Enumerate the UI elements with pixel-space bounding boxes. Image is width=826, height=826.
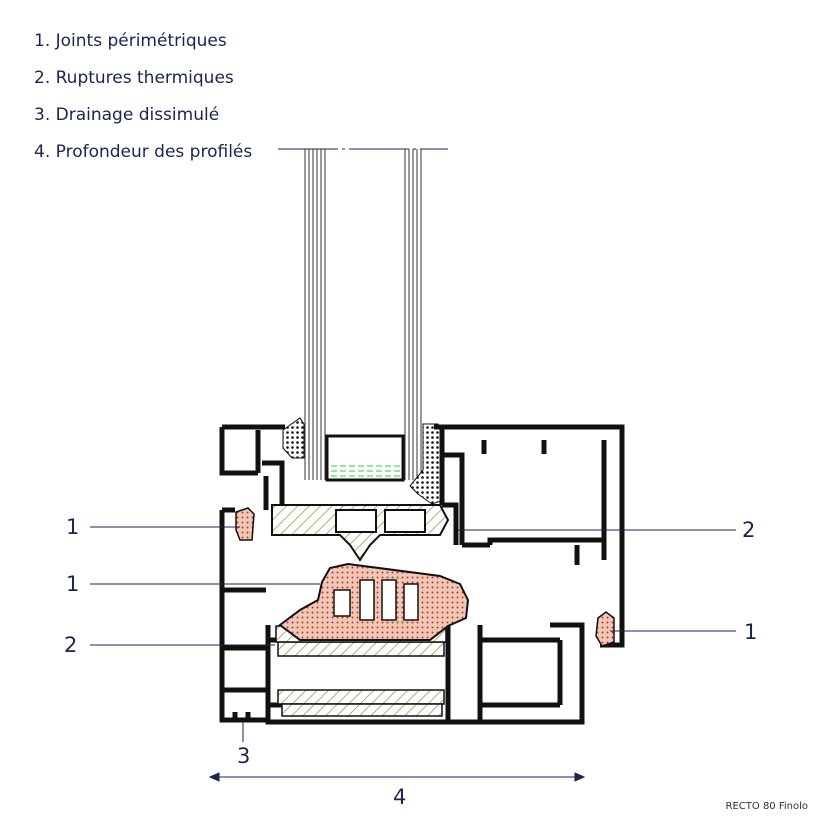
glazing-seal-left bbox=[282, 417, 305, 459]
callout-drainage: 3 bbox=[237, 744, 251, 768]
frame-lower-section bbox=[265, 622, 585, 725]
perimeter-joint-left bbox=[235, 507, 255, 541]
leader-lines bbox=[90, 526, 736, 742]
glazing-right-pane bbox=[404, 149, 422, 480]
frame-outer-right bbox=[434, 424, 625, 648]
legend-item-profile-depth: 4. Profondeur des profilés bbox=[34, 142, 253, 162]
callout-joint-right: 1 bbox=[744, 620, 758, 644]
thermal-break-upper bbox=[271, 504, 450, 562]
legend-item-joints: 1. Joints périmétriques bbox=[34, 31, 227, 51]
product-caption: RECTO 80 Finolo bbox=[725, 801, 808, 812]
depth-dimension-arrow bbox=[208, 772, 586, 782]
callout-joint-left-top: 1 bbox=[66, 515, 80, 539]
callout-joint-left-mid: 1 bbox=[66, 572, 80, 596]
legend: 1. Joints périmétriques 2. Ruptures ther… bbox=[34, 30, 252, 178]
legend-item-drainage: 3. Drainage dissimulé bbox=[34, 105, 220, 125]
callout-depth: 4 bbox=[393, 785, 407, 809]
glazing-seal-right bbox=[409, 423, 445, 505]
glazing-spacer bbox=[325, 434, 405, 482]
thermal-break-lower bbox=[277, 689, 445, 705]
frame-outer-left bbox=[219, 424, 285, 723]
callout-thermal-right: 2 bbox=[742, 518, 756, 542]
callout-thermal-left: 2 bbox=[64, 633, 78, 657]
perimeter-joint-right bbox=[595, 611, 615, 647]
glazing-left-pane bbox=[304, 149, 326, 480]
legend-item-thermal-breaks: 2. Ruptures thermiques bbox=[34, 68, 234, 88]
central-gasket bbox=[278, 562, 470, 641]
thermal-break-middle bbox=[277, 641, 445, 657]
thermal-break-bottom bbox=[281, 703, 443, 717]
